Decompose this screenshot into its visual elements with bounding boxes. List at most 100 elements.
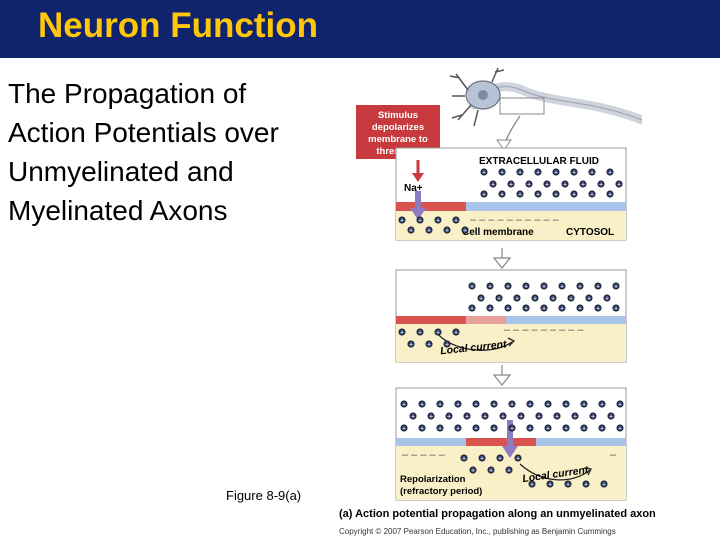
sodium-ion [612, 304, 620, 312]
ion-charge: + [402, 426, 406, 433]
sodium-ion [443, 226, 451, 234]
sodium-ion [522, 282, 530, 290]
sodium-ion [452, 328, 460, 336]
ion-charge: + [463, 228, 467, 235]
sodium-ion [468, 282, 476, 290]
ion-charge: + [479, 296, 483, 303]
ion-charge: + [581, 182, 585, 189]
svg-text:– – – – – – – – – –: – – – – – – – – – – [470, 214, 560, 226]
repolarization-label: Repolarization [400, 474, 466, 485]
ion-charge: + [482, 170, 486, 177]
sodium-ion [504, 304, 512, 312]
sodium-ion [598, 424, 606, 432]
sodium-ion [616, 400, 624, 408]
sodium-ion [558, 304, 566, 312]
sodium-ion [443, 340, 451, 348]
ion-charge: + [560, 284, 564, 291]
sodium-ion [606, 168, 614, 176]
sodium-ion [496, 454, 504, 462]
ion-charge: + [600, 426, 604, 433]
ion-charge: + [533, 296, 537, 303]
arrow-down-icon [492, 248, 512, 269]
sodium-ion [616, 424, 624, 432]
neuron-icon [449, 67, 642, 151]
ion-charge: + [548, 482, 552, 489]
ion-charge: + [618, 426, 622, 433]
ion-charge: + [605, 296, 609, 303]
ion-charge: + [492, 402, 496, 409]
sodium-ion [489, 180, 497, 188]
ion-charge: + [516, 456, 520, 463]
sodium-ion [528, 480, 536, 488]
sodium-ion [588, 190, 596, 198]
sodium-ion [594, 282, 602, 290]
ion-charge: + [599, 182, 603, 189]
ion-charge: + [474, 426, 478, 433]
ion-charge: + [465, 414, 469, 421]
slide-subtitle: The Propagation of Action Potentials ove… [8, 74, 348, 230]
sodium-ion [580, 424, 588, 432]
sodium-ion [481, 412, 489, 420]
sodium-ion [562, 424, 570, 432]
ion-charge: + [500, 170, 504, 177]
ion-charge: + [537, 414, 541, 421]
copyright-notice: Copyright © 2007 Pearson Education, Inc.… [339, 527, 616, 536]
ion-charge: + [555, 414, 559, 421]
ion-charge: + [456, 402, 460, 409]
sodium-ion [490, 424, 498, 432]
sodium-ion [535, 412, 543, 420]
ion-charge: + [409, 228, 413, 235]
ion-charge: + [507, 468, 511, 475]
ion-charge: + [554, 170, 558, 177]
ion-charge: + [569, 296, 573, 303]
sodium-ion [585, 294, 593, 302]
sodium-ion [409, 412, 417, 420]
ion-charge: + [578, 284, 582, 291]
sodium-ion [504, 282, 512, 290]
ion-charge: + [582, 426, 586, 433]
stimulus-label: Stimulus [378, 110, 418, 121]
ion-charge: + [471, 468, 475, 475]
ion-charge: + [470, 306, 474, 313]
sodium-ion [454, 400, 462, 408]
sodium-ion [522, 304, 530, 312]
sodium-ion [436, 424, 444, 432]
ion-charge: + [609, 414, 613, 421]
ion-charge: + [501, 414, 505, 421]
sodium-ion [567, 294, 575, 302]
ion-charge: + [524, 284, 528, 291]
ion-charge: + [400, 330, 404, 337]
ion-charge: + [400, 218, 404, 225]
sodium-ion [407, 340, 415, 348]
stimulus-label: depolarizes [372, 122, 424, 133]
ion-charge: + [572, 170, 576, 177]
sodium-ion [495, 294, 503, 302]
sodium-ion [416, 328, 424, 336]
propagation-diagram: Stimulus depolarizes membrane to thresho… [356, 67, 642, 501]
sodium-ion [562, 400, 570, 408]
extracellular-label: EXTRACELLULAR FLUID [479, 156, 599, 167]
sodium-ion [600, 480, 608, 488]
sodium-ion [472, 400, 480, 408]
svg-text:– – – – – – – – –: – – – – – – – – – [504, 324, 584, 336]
svg-text:– – – – –: – – – – – [402, 449, 446, 461]
ion-charge: + [411, 414, 415, 421]
sodium-ion [540, 304, 548, 312]
membrane-label: Cell membrane [462, 227, 534, 238]
ion-charge: + [564, 426, 568, 433]
ion-charge: + [436, 218, 440, 225]
sodium-ion [570, 168, 578, 176]
subtitle-line: Action Potentials over [8, 117, 279, 148]
sodium-ion [498, 168, 506, 176]
sodium-ion [445, 412, 453, 420]
ion-charge: + [617, 182, 621, 189]
ion-charge: + [566, 482, 570, 489]
svg-text:–: – [610, 449, 617, 461]
sodium-ion [461, 226, 469, 234]
ion-charge: + [596, 284, 600, 291]
ion-charge: + [545, 182, 549, 189]
ion-charge: + [427, 342, 431, 349]
sodium-ion [468, 304, 476, 312]
ion-charge: + [608, 192, 612, 199]
ion-charge: + [445, 342, 449, 349]
